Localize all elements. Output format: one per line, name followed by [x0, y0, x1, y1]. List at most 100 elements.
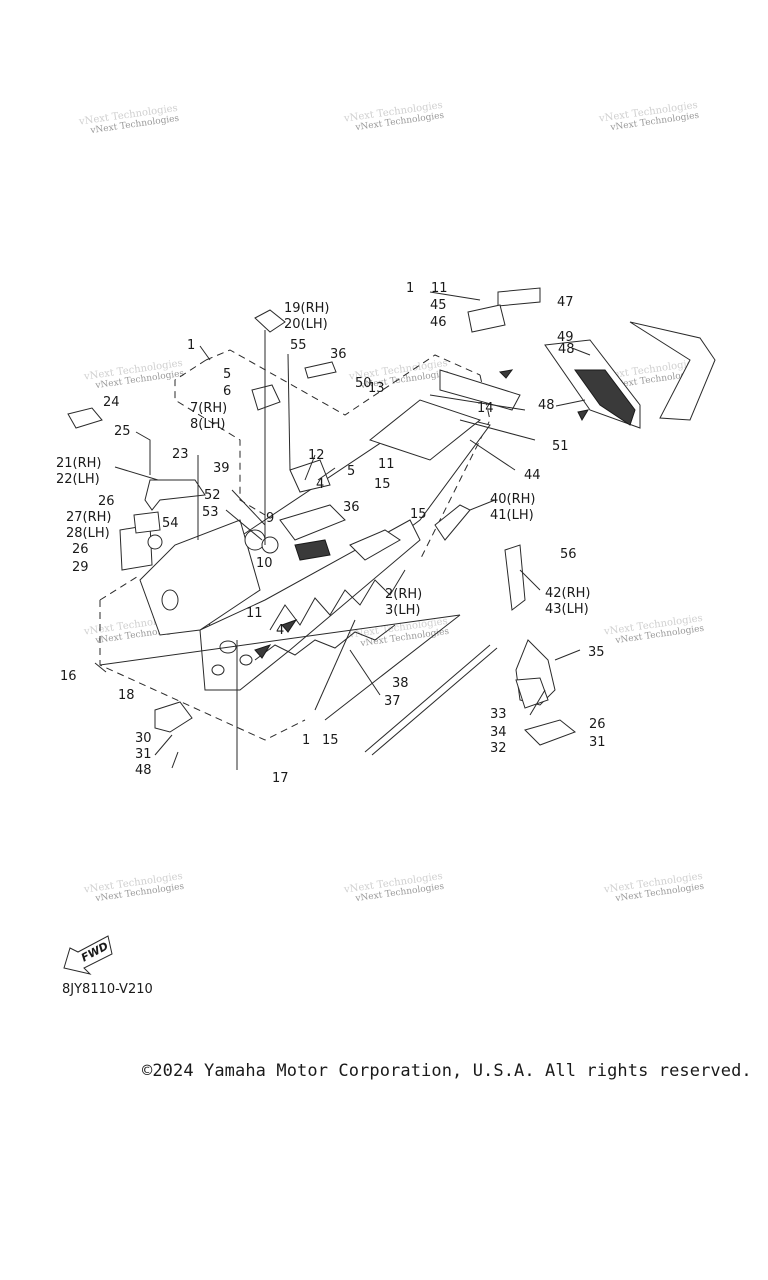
motor-mount — [294, 539, 331, 561]
part-24 — [67, 407, 103, 429]
callout-18: 18 — [118, 688, 135, 703]
boot-19 — [254, 309, 286, 333]
callout-30: 30 — [135, 731, 152, 746]
rear-arrow-marker — [254, 644, 272, 659]
callout-26: 26 — [98, 494, 115, 509]
left-side-parts — [67, 309, 337, 733]
grommet — [261, 536, 279, 554]
callout-44: 44 — [524, 468, 541, 483]
callout-6: 6 — [223, 384, 231, 399]
callout-8: 8(LH) — [190, 417, 225, 432]
watermark: vNext Technologies vNext Technologies — [602, 871, 705, 904]
callout-9: 9 — [266, 511, 274, 526]
callout-42: 42(RH) — [545, 586, 591, 601]
grommet — [147, 534, 163, 550]
rear-deck-plate — [368, 399, 482, 461]
callout-56: 56 — [560, 547, 577, 562]
footrest-30 — [154, 701, 193, 733]
callout-40: 40(RH) — [490, 492, 536, 507]
callout-35: 35 — [588, 645, 605, 660]
leader-lines — [94, 291, 591, 770]
boundary-upper — [205, 349, 481, 416]
callout-3: 3(LH) — [385, 603, 420, 618]
plate-32 — [524, 719, 577, 746]
callout-49: 49 — [557, 330, 574, 345]
watermark: vNext Technologies vNext Technologies — [342, 100, 445, 133]
callout-1: 1 — [187, 338, 195, 353]
callout-7: 7(RH) — [190, 401, 227, 416]
pad-36 — [304, 361, 337, 379]
bracket-part-47 — [497, 287, 541, 307]
watermark: vNext Technologies vNext Technologies — [342, 871, 445, 904]
callout-11: 11 — [431, 281, 448, 296]
callout-11: 11 — [246, 606, 263, 621]
callout-55: 55 — [290, 338, 307, 353]
callout-45: 45 — [430, 298, 447, 313]
callout-1: 1 — [406, 281, 414, 296]
callout-34: 34 — [490, 725, 507, 740]
callout-1: 1 — [302, 733, 310, 748]
callout-25: 25 — [114, 424, 131, 439]
callout-36: 36 — [330, 347, 347, 362]
center-bracket — [279, 504, 346, 541]
tunnel-hole — [211, 664, 225, 676]
watermark: vNext Technologies vNext Technologies — [82, 871, 185, 904]
marker-arrow — [498, 369, 514, 379]
chassis-tunnel — [139, 399, 491, 691]
top-right-parts — [439, 287, 716, 429]
fwd-arrow: FWD — [63, 935, 113, 975]
tunnel-hole — [239, 654, 253, 666]
running-board-rail — [99, 614, 498, 756]
callout-11: 11 — [378, 457, 395, 472]
footrest-34 — [515, 677, 549, 709]
callout-43: 43(LH) — [545, 602, 589, 617]
watermark: vNext Technologies vNext Technologies — [77, 103, 180, 136]
callout-38: 38 — [392, 676, 409, 691]
callout-53: 53 — [202, 505, 219, 520]
copyright-notice: ©2024 Yamaha Motor Corporation, U.S.A. A… — [142, 1061, 752, 1081]
callout-15: 15 — [374, 477, 391, 492]
watermark: vNext Technologies vNext Technologies — [347, 616, 450, 649]
part-27-bracket — [133, 511, 161, 534]
watermark: vNext Technologies vNext Technologies — [602, 613, 705, 646]
mount-block — [289, 459, 331, 493]
callout-31: 31 — [135, 747, 152, 762]
snow-flap-dark — [574, 369, 636, 426]
callout-10: 10 — [256, 556, 273, 571]
callout-20: 20(LH) — [284, 317, 328, 332]
callout-41: 41(LH) — [490, 508, 534, 523]
callout-47: 47 — [557, 295, 574, 310]
callout-24: 24 — [103, 395, 120, 410]
callout-36: 36 — [343, 500, 360, 515]
cover-5-6 — [251, 384, 281, 411]
bracket-42 — [504, 544, 526, 611]
callout-23: 23 — [172, 447, 189, 462]
callout-2: 2(RH) — [385, 587, 422, 602]
lower-right-parts — [434, 504, 577, 746]
callout-27: 27(RH) — [66, 510, 112, 525]
callout-16: 16 — [60, 669, 77, 684]
tunnel-hole — [161, 589, 179, 611]
callout-5: 5 — [223, 367, 231, 382]
callout-labels: 1 1 1 2(RH) 3(LH) 4 4 5 5 6 7(RH) 8(LH) … — [56, 281, 606, 786]
rail-bar-lower — [364, 644, 491, 753]
rail-bar — [99, 614, 461, 666]
tunnel-side-panel — [199, 519, 421, 691]
callout-28: 28(LH) — [66, 526, 110, 541]
callout-14: 14 — [477, 401, 494, 416]
steering-bracket — [144, 479, 206, 511]
callout-29: 29 — [72, 560, 89, 575]
fwd-arrow-icon — [63, 935, 113, 975]
rail-bar-upper — [324, 614, 461, 721]
callout-12: 12 — [308, 448, 325, 463]
callout-13: 13 — [368, 381, 385, 396]
rail-bar-lower2 — [371, 647, 498, 756]
truss-zigzag-lower — [254, 624, 396, 661]
boundary-right — [419, 374, 491, 561]
callout-31: 31 — [589, 735, 606, 750]
callout-22: 22(LH) — [56, 472, 100, 487]
rear-deck-rail — [439, 369, 521, 411]
callout-15: 15 — [322, 733, 339, 748]
callout-54: 54 — [162, 516, 179, 531]
